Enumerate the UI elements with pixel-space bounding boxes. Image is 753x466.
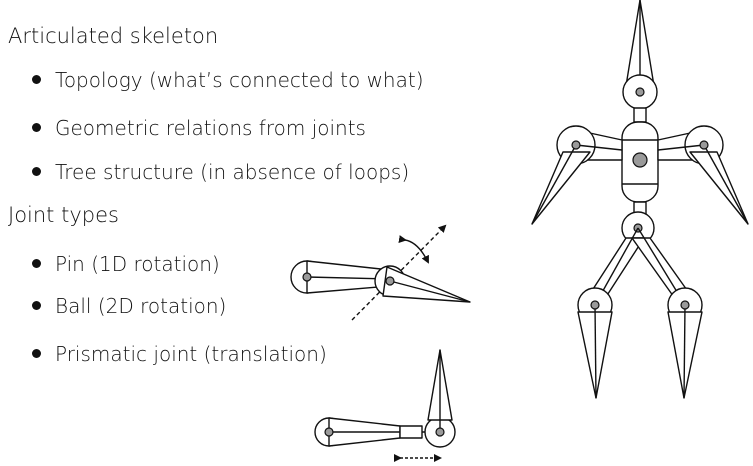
bullet-prismatic: Prismatic joint (translation): [32, 342, 327, 366]
bullet-ball: Ball (2D rotation): [32, 294, 226, 318]
bullet-dot: [32, 75, 41, 84]
bullet-dot: [32, 167, 41, 176]
joint-icon: [385, 276, 395, 286]
bullet-dot: [32, 349, 41, 358]
joint-icon: [435, 427, 445, 437]
prismatic-joint-diagram: [314, 349, 456, 462]
bullet-geometric-relations: Geometric relations from joints: [32, 116, 366, 140]
joint-icon: [302, 272, 312, 282]
joint-icon: [571, 140, 581, 150]
skeleton-figure: [531, 0, 749, 399]
heading-articulated-skeleton: Articulated skeleton: [8, 24, 219, 48]
joint-icon: [324, 427, 334, 437]
bullet-topology: Topology (what’s connected to what): [32, 68, 424, 92]
joint-icon: [635, 87, 645, 97]
pin-joint-diagram: [290, 224, 471, 321]
joint-icon: [590, 300, 600, 310]
bullet-dot: [32, 301, 41, 310]
joint-icon: [680, 300, 690, 310]
bullet-dot: [32, 123, 41, 132]
bullet-dot: [32, 259, 41, 268]
joint-icon: [632, 152, 648, 168]
bullet-tree-structure: Tree structure (in absence of loops): [32, 160, 409, 184]
heading-joint-types: Joint types: [8, 203, 119, 227]
bullet-pin: Pin (1D rotation): [32, 252, 220, 276]
joint-icon: [699, 140, 709, 150]
